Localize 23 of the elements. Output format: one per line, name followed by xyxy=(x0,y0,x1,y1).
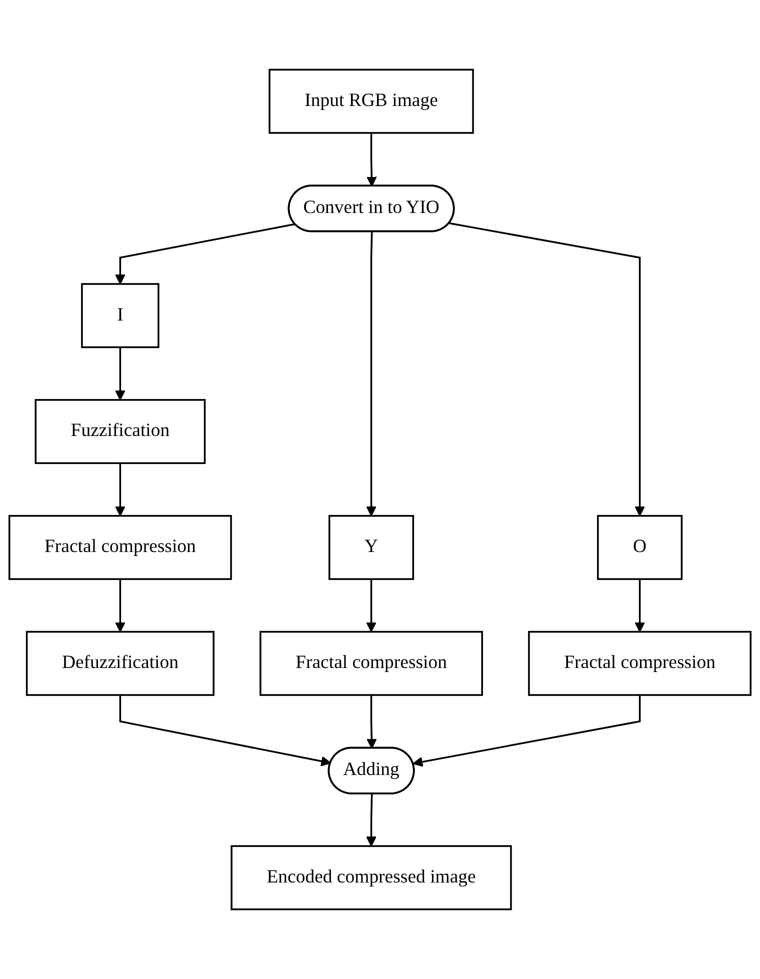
arrow xyxy=(412,695,641,767)
arrow xyxy=(115,463,126,516)
arrow xyxy=(366,794,376,847)
arrow xyxy=(119,695,332,766)
arrow xyxy=(115,223,296,284)
node-box: Fractal compression xyxy=(528,630,752,696)
arrow xyxy=(366,132,377,187)
node-box: Fuzzification xyxy=(34,399,206,464)
arrow xyxy=(115,347,126,400)
node-box: Fractal compression xyxy=(8,514,232,580)
node-box: Y xyxy=(328,514,414,580)
arrow xyxy=(366,232,376,516)
node-box: Defuzzification xyxy=(26,630,214,696)
node-box: I xyxy=(81,283,160,348)
node-box: Input RGB image xyxy=(268,68,474,134)
node-box: Encoded compressed image xyxy=(230,845,512,910)
arrow xyxy=(115,579,126,632)
node-box: Fractal compression xyxy=(260,630,483,696)
arrow xyxy=(634,579,645,632)
arrow xyxy=(366,695,377,749)
arrow xyxy=(449,222,645,516)
node-box: O xyxy=(597,514,683,580)
arrow xyxy=(366,579,376,632)
